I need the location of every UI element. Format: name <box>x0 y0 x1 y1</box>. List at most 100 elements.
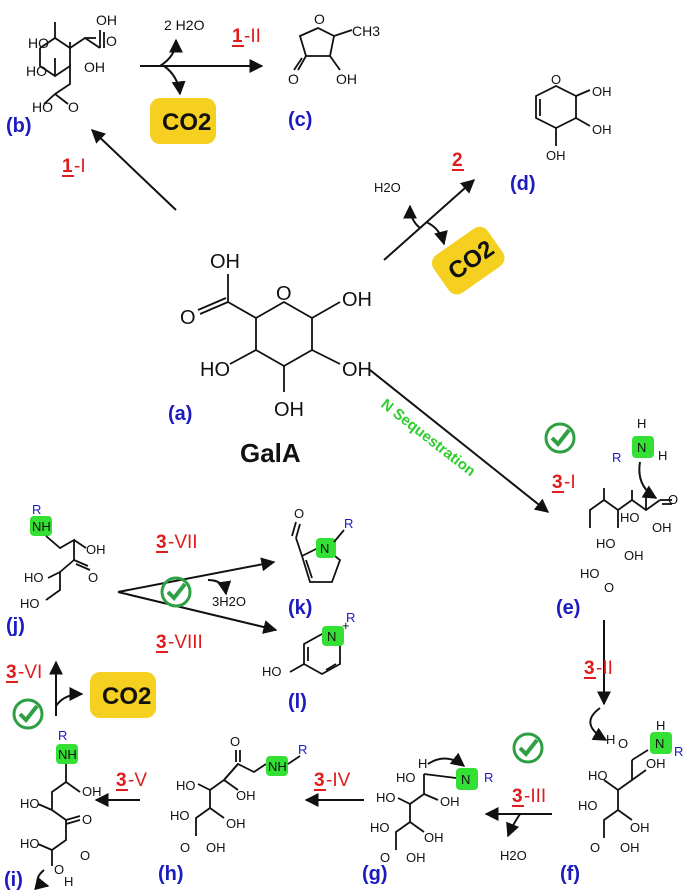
svg-text:OH: OH <box>630 820 650 835</box>
svg-text:HO: HO <box>376 790 396 805</box>
label-c: (c) <box>288 109 312 131</box>
svg-text:R: R <box>344 516 353 531</box>
svg-text:OH: OH <box>620 840 640 855</box>
atom-label: HO <box>28 35 49 51</box>
svg-text:HO: HO <box>580 566 600 581</box>
molecule-j: R NH OH HO O HO <box>20 502 106 611</box>
svg-text:OH: OH <box>342 289 372 311</box>
svg-text:O: O <box>180 307 196 329</box>
arrow-co2-out <box>55 687 84 707</box>
step-3-III-num: 3 <box>512 786 523 807</box>
svg-text:OH: OH <box>274 399 304 421</box>
step-3-V-roman: -V <box>128 770 147 791</box>
molecule-e: O HO OH HO OH HO O <box>580 488 678 595</box>
svg-text:OH: OH <box>440 794 460 809</box>
reagent-h2o: H2O <box>374 180 401 195</box>
svg-text:CO2: CO2 <box>102 683 151 710</box>
svg-text:N: N <box>637 440 646 455</box>
svg-text:O: O <box>180 840 190 855</box>
svg-text:HO: HO <box>20 796 40 811</box>
svg-text:OH: OH <box>592 122 612 137</box>
step-3-II-num: 3 <box>584 658 595 679</box>
svg-text:HO: HO <box>24 570 44 585</box>
svg-text:H: H <box>64 874 73 889</box>
svg-text:O: O <box>314 11 325 27</box>
label-k: (k) <box>288 597 312 619</box>
svg-text:HO: HO <box>262 664 282 679</box>
step-3-II-roman: -II <box>596 658 613 679</box>
svg-text:OH: OH <box>546 148 566 163</box>
svg-text:O: O <box>82 812 92 827</box>
n-sequestration-label: N Sequestration <box>378 396 479 480</box>
svg-text:H: H <box>658 448 667 463</box>
svg-text:N: N <box>320 541 329 556</box>
molecule-h: O NH R OH HO OH HO O OH <box>170 734 307 855</box>
label-h: (h) <box>158 863 184 885</box>
arrow-2 <box>383 179 476 261</box>
svg-text:HO: HO <box>396 770 416 785</box>
svg-text:R: R <box>674 744 683 759</box>
step-3-VI-num: 3 <box>6 662 17 683</box>
label-g: (g) <box>362 863 388 885</box>
amine-reagent: H N H R <box>612 416 667 499</box>
svg-text:R: R <box>32 502 41 517</box>
svg-text:HO: HO <box>620 510 640 525</box>
atom-label: O <box>106 33 117 49</box>
svg-text:OH: OH <box>336 71 357 87</box>
svg-text:H: H <box>637 416 646 431</box>
label-e: (e) <box>556 597 580 619</box>
svg-text:HO: HO <box>170 808 190 823</box>
step-3-VII-roman: -VII <box>168 532 198 553</box>
svg-text:HO: HO <box>20 596 40 611</box>
step-1-II-roman: -II <box>244 26 261 47</box>
svg-text:O: O <box>668 492 678 507</box>
atom-label: OH <box>84 59 105 75</box>
svg-text:R: R <box>346 610 355 625</box>
svg-text:OH: OH <box>206 840 226 855</box>
co2-badge: CO2 <box>150 98 216 144</box>
svg-text:OH: OH <box>226 816 246 831</box>
svg-text:O: O <box>88 570 98 585</box>
svg-text:H: H <box>418 756 427 771</box>
svg-text:NH: NH <box>268 759 287 774</box>
svg-text:N: N <box>327 629 336 644</box>
label-f: (f) <box>560 863 580 885</box>
svg-text:+: + <box>342 618 350 633</box>
atom-label: OH <box>96 12 117 28</box>
svg-text:HO: HO <box>596 536 616 551</box>
svg-text:OH: OH <box>342 359 372 381</box>
svg-text:R: R <box>484 770 493 785</box>
svg-text:O: O <box>230 734 240 749</box>
check-icon <box>512 732 544 764</box>
arrow-3-VIII <box>117 591 278 634</box>
svg-text:HO: HO <box>20 836 40 851</box>
svg-text:OH: OH <box>592 84 612 99</box>
arrow-water-out <box>207 579 232 596</box>
check-icon <box>544 422 576 454</box>
svg-text:O: O <box>604 580 614 595</box>
step-3-VI-roman: -VI <box>18 662 42 683</box>
svg-text:H: H <box>656 718 665 733</box>
arrow-co2-out <box>425 221 448 246</box>
reagent-h2o: H2O <box>500 848 527 863</box>
svg-text:NH: NH <box>58 747 77 762</box>
svg-text:O: O <box>380 850 390 865</box>
svg-text:OH: OH <box>406 850 426 865</box>
label-b: (b) <box>6 115 32 137</box>
svg-text:CO2: CO2 <box>162 109 211 136</box>
reagent-2h2o: 2 H2O <box>164 17 205 33</box>
svg-text:O: O <box>288 71 299 87</box>
svg-text:O: O <box>276 283 292 305</box>
label-j: (j) <box>6 615 25 637</box>
step-3-V-num: 3 <box>116 770 127 791</box>
step-2-num: 2 <box>452 150 463 171</box>
step-3-VII-num: 3 <box>156 532 167 553</box>
molecule-l: N + R HO <box>262 610 355 679</box>
reagent-3h2o: 3H2O <box>212 594 246 609</box>
step-3-IV-num: 3 <box>314 770 325 791</box>
step-3-VIII-num: 3 <box>156 632 167 653</box>
atom-label: O <box>68 99 79 115</box>
arrow-3-VII <box>117 557 276 593</box>
molecule-a-gala: OH O O OH OH HO OH <box>180 251 372 421</box>
molecule-f: H N R H O OH HO OH HO O OH <box>578 707 683 855</box>
